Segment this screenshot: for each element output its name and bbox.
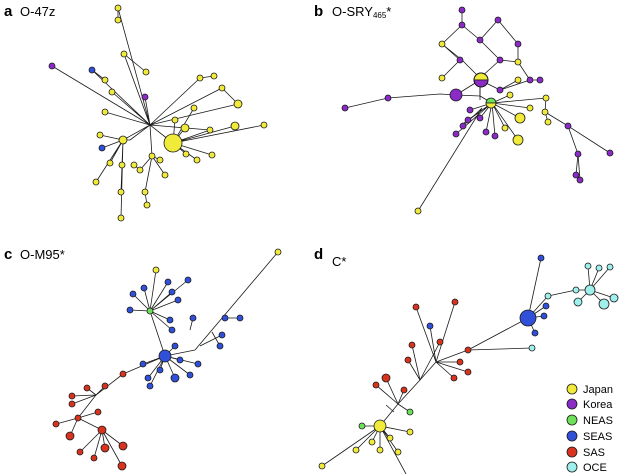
panel-c-network	[52, 248, 282, 471]
legend-swatch-sas	[566, 446, 578, 458]
legend-label-neas: NEAS	[583, 415, 613, 427]
legend-item-japan: Japan	[566, 383, 613, 396]
panel-b-title-suffix: *	[386, 4, 391, 19]
legend-swatch-seas	[566, 430, 578, 442]
legend-label-seas: SEAS	[583, 431, 612, 443]
legend-item-neas: NEAS	[566, 414, 613, 427]
panel-a-letter: a	[4, 3, 13, 20]
panel-b-title-main: O-SRY	[332, 4, 373, 19]
panel-b-title: O-SRY465*	[332, 4, 391, 20]
legend-label-oce: OCE	[583, 462, 607, 474]
panel-d-network	[318, 254, 619, 474]
panel-b: b O-SRY465*	[314, 3, 614, 215]
legend-item-korea: Korea	[566, 398, 613, 411]
legend-swatch-korea	[566, 398, 578, 410]
legend-label-japan: Japan	[583, 384, 613, 396]
legend: Japan Korea NEAS SEAS SAS OCE	[566, 383, 613, 474]
panel-d-title: C*	[332, 254, 346, 269]
legend-label-sas: SAS	[583, 447, 605, 459]
panel-c-letter: c	[4, 246, 12, 263]
legend-item-sas: SAS	[566, 446, 605, 459]
legend-swatch-oce	[566, 461, 578, 473]
panel-d: d C*	[314, 246, 619, 474]
legend-item-seas: SEAS	[566, 430, 612, 443]
panel-c-title: O-M95*	[20, 247, 65, 262]
panel-a-network	[48, 4, 268, 222]
legend-item-oce: OCE	[566, 461, 607, 474]
panel-c: c O-M95*	[4, 246, 282, 471]
panel-b-title-subscript: 465	[373, 11, 387, 20]
legend-label-korea: Korea	[583, 399, 613, 411]
panel-a: a O-47z	[4, 3, 268, 222]
legend-swatch-neas	[566, 414, 578, 426]
panel-a-title: O-47z	[20, 4, 55, 19]
panel-b-letter: b	[314, 3, 323, 20]
legend-swatch-japan	[566, 383, 578, 395]
panel-b-network	[341, 6, 614, 215]
panel-d-letter: d	[314, 246, 323, 263]
